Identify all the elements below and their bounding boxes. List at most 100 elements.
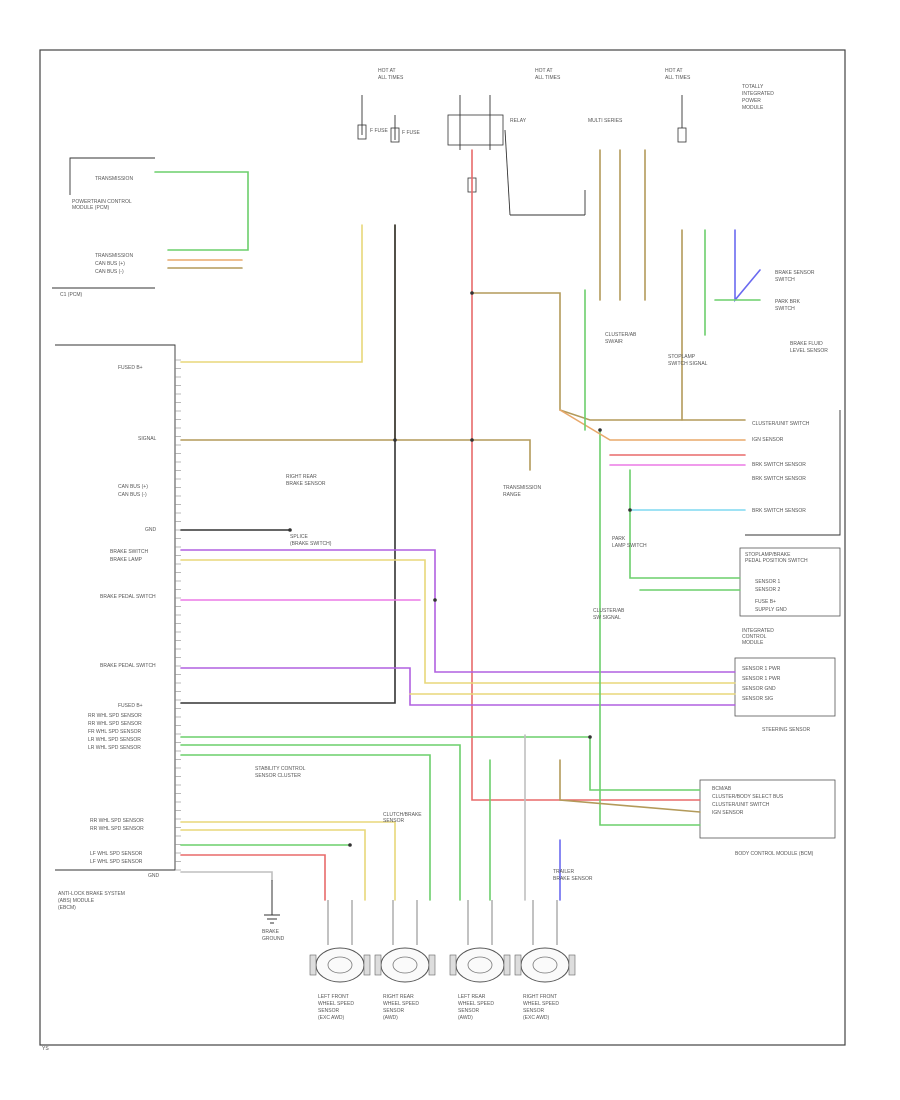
svg-text:RIGHT REAR: RIGHT REAR (383, 994, 414, 1000)
steering-sensor-box (734, 657, 836, 717)
svg-text:LAMP SWITCH: LAMP SWITCH (612, 543, 647, 549)
svg-text:POWER: POWER (742, 98, 761, 104)
svg-text:PARK: PARK (612, 536, 626, 542)
splice-icon (628, 508, 632, 512)
svg-text:LEFT REAR: LEFT REAR (458, 994, 486, 1000)
svg-text:TRANSMISSION: TRANSMISSION (95, 176, 133, 182)
svg-text:BRK SWITCH SENSOR: BRK SWITCH SENSOR (752, 476, 806, 482)
svg-text:CAN BUS (-): CAN BUS (-) (95, 269, 124, 275)
svg-text:INTEGRATED: INTEGRATED (742, 628, 774, 634)
svg-text:STOPLAMP: STOPLAMP (668, 354, 696, 360)
wire-green (180, 736, 701, 791)
svg-text:INTEGRATED: INTEGRATED (742, 91, 774, 97)
wire-violet (180, 667, 736, 706)
svg-text:SENSOR SIG: SENSOR SIG (742, 696, 773, 702)
wire-green (180, 754, 431, 901)
svg-text:CLUSTER/UNIT SWITCH: CLUSTER/UNIT SWITCH (712, 802, 770, 808)
splice-icon (588, 735, 592, 739)
svg-text:HOT AT: HOT AT (665, 68, 683, 74)
svg-text:CLUTCH/BRAKE: CLUTCH/BRAKE (383, 812, 422, 818)
svg-text:LF WHL SPD SENSOR: LF WHL SPD SENSOR (90, 851, 143, 857)
svg-text:SUPPLY GND: SUPPLY GND (755, 607, 787, 613)
svg-text:TOTALLY: TOTALLY (742, 84, 764, 90)
svg-text:CLUSTER/UNIT SWITCH: CLUSTER/UNIT SWITCH (752, 421, 810, 427)
splice-icon (433, 598, 437, 602)
svg-text:LEFT FRONT: LEFT FRONT (318, 994, 349, 1000)
svg-text:BCM/AB: BCM/AB (712, 786, 732, 792)
svg-text:CAN BUS (+): CAN BUS (+) (95, 261, 125, 267)
splice-icon (470, 438, 474, 442)
svg-text:FUSED B+: FUSED B+ (118, 703, 143, 709)
svg-text:SWITCH: SWITCH (775, 306, 795, 312)
svg-text:(AWD): (AWD) (458, 1015, 473, 1021)
svg-text:PEDAL POSITION SWITCH: PEDAL POSITION SWITCH (745, 558, 808, 564)
svg-text:CLUSTER/BODY SELECT BUS: CLUSTER/BODY SELECT BUS (712, 794, 784, 800)
svg-text:MODULE: MODULE (742, 105, 764, 111)
svg-text:(ABS) MODULE: (ABS) MODULE (58, 898, 95, 904)
svg-text:SENSOR: SENSOR (318, 1008, 340, 1014)
svg-text:CAN BUS (-): CAN BUS (-) (118, 492, 147, 498)
svg-text:RR WHL SPD SENSOR: RR WHL SPD SENSOR (90, 818, 144, 824)
svg-text:STEERING SENSOR: STEERING SENSOR (762, 727, 810, 733)
wire-tan (559, 409, 746, 421)
wire-tan (471, 292, 561, 411)
svg-text:SENSOR 2: SENSOR 2 (755, 587, 781, 593)
relay-box: RELAY (447, 95, 687, 216)
svg-text:SPLICE: SPLICE (290, 534, 308, 540)
wire-blue (734, 229, 761, 303)
svg-text:(AWD): (AWD) (383, 1015, 398, 1021)
splice-icon (470, 291, 474, 295)
svg-text:MULTI SERIES: MULTI SERIES (588, 118, 623, 124)
wire-yellow (180, 821, 396, 901)
wire-white_gray (180, 871, 273, 881)
svg-text:GND: GND (148, 873, 160, 879)
svg-text:HOT AT: HOT AT (535, 68, 553, 74)
svg-text:IGN SENSOR: IGN SENSOR (712, 810, 744, 816)
svg-text:RR WHL SPD SENSOR: RR WHL SPD SENSOR (88, 721, 142, 727)
svg-text:WHEEL SPEED: WHEEL SPEED (318, 1001, 354, 1007)
wire-green (180, 744, 461, 901)
svg-text:ALL TIMES: ALL TIMES (378, 75, 404, 81)
wire-red (471, 149, 701, 801)
svg-text:RIGHT FRONT: RIGHT FRONT (523, 994, 557, 1000)
svg-text:MODULE: MODULE (742, 640, 764, 646)
bcm-box (699, 779, 836, 839)
wire-tan (559, 759, 701, 813)
wire-green (629, 469, 741, 579)
svg-text:IGN SENSOR: IGN SENSOR (752, 437, 784, 443)
svg-text:LF WHL SPD SENSOR: LF WHL SPD SENSOR (90, 859, 143, 865)
svg-text:ANTI-LOCK BRAKE SYSTEM: ANTI-LOCK BRAKE SYSTEM (58, 891, 125, 897)
svg-text:SENSOR CLUSTER: SENSOR CLUSTER (255, 773, 301, 779)
svg-text:WHEEL SPEED: WHEEL SPEED (523, 1001, 559, 1007)
svg-text:MODULE (PCM): MODULE (PCM) (72, 205, 110, 211)
svg-text:LR WHL SPD SENSOR: LR WHL SPD SENSOR (88, 737, 141, 743)
svg-text:TRANSMISSION: TRANSMISSION (503, 485, 541, 491)
svg-text:RIGHT REAR: RIGHT REAR (286, 474, 317, 480)
svg-text:BRAKE FLUID: BRAKE FLUID (790, 341, 823, 347)
svg-text:SIGNAL: SIGNAL (138, 436, 157, 442)
wire-black (180, 224, 396, 704)
svg-text:WHEEL SPEED: WHEEL SPEED (458, 1001, 494, 1007)
svg-text:BRAKE SENSOR: BRAKE SENSOR (286, 481, 326, 487)
svg-text:HOT AT: HOT AT (378, 68, 396, 74)
wire-yellow (180, 829, 366, 901)
svg-text:FR WHL SPD SENSOR: FR WHL SPD SENSOR (88, 729, 142, 735)
svg-text:CLUSTER/AB: CLUSTER/AB (593, 608, 625, 614)
svg-text:SW/AIR: SW/AIR (605, 339, 623, 345)
svg-text:SW SIGNAL: SW SIGNAL (593, 615, 621, 621)
diagram-frame (39, 49, 846, 1046)
svg-text:ALL TIMES: ALL TIMES (665, 75, 691, 81)
svg-text:LR WHL SPD SENSOR: LR WHL SPD SENSOR (88, 745, 141, 751)
svg-text:TRAILER: TRAILER (553, 869, 575, 875)
svg-text:STOPLAMP/BRAKE: STOPLAMP/BRAKE (745, 552, 791, 558)
svg-text:BRAKE PEDAL SWITCH: BRAKE PEDAL SWITCH (100, 594, 156, 600)
wire-orange (559, 409, 746, 441)
